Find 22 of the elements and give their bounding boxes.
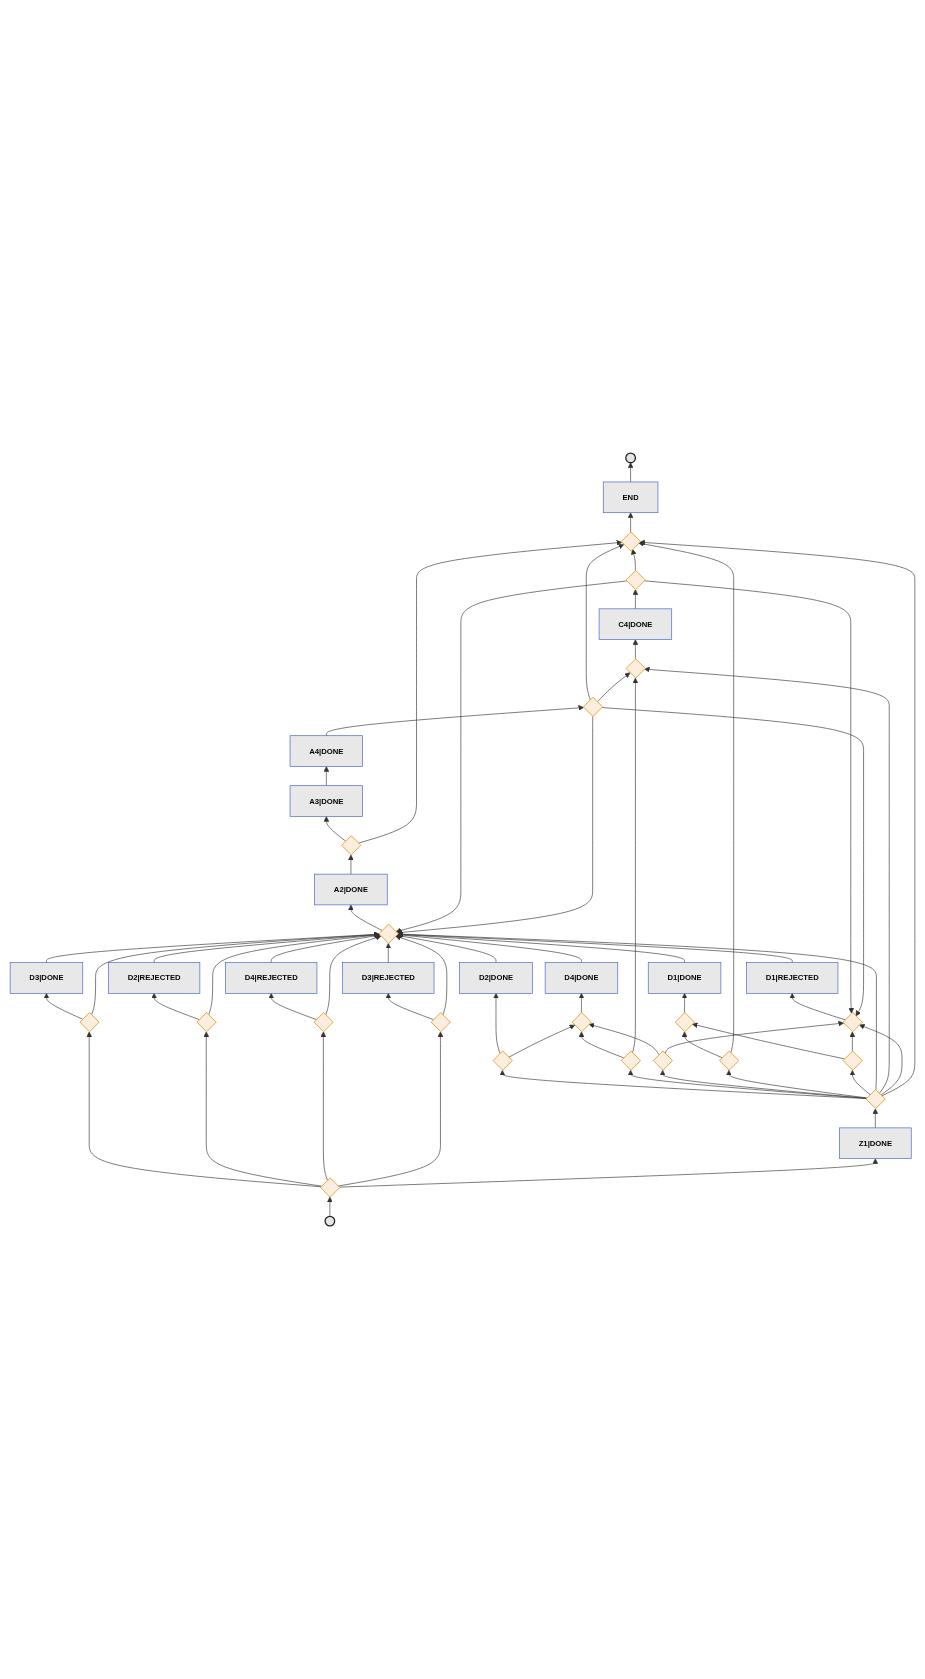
node-diamond	[341, 835, 362, 856]
node-diamond	[313, 1012, 334, 1033]
node-diamond	[79, 1012, 100, 1033]
node-diamond	[430, 1012, 451, 1033]
node-diamond	[620, 531, 641, 552]
node-diamond	[196, 1012, 217, 1033]
node-diamond	[674, 1012, 695, 1033]
node-circle	[324, 1215, 336, 1227]
node-diamond	[620, 1050, 641, 1071]
node-diamond	[865, 1088, 886, 1110]
node-diamond	[378, 923, 399, 944]
node-diamond	[625, 569, 646, 591]
node-diamond	[842, 1050, 863, 1071]
node-diamond	[625, 658, 646, 679]
node-diamond	[652, 1050, 674, 1071]
node-diamond	[582, 696, 604, 717]
node-diamond	[492, 1050, 513, 1071]
node-diamond	[719, 1050, 740, 1071]
node-diamond	[842, 1012, 863, 1033]
node-circle	[625, 452, 637, 464]
node-diamond	[320, 1177, 341, 1198]
node-diamond	[571, 1012, 592, 1033]
